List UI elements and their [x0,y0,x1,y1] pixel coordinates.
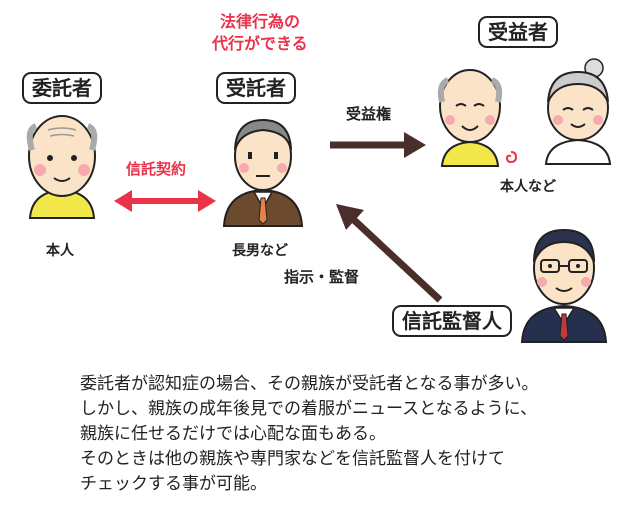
trustee-illustration [222,118,304,227]
explanation-line: 親族に任せるだけでは心配な面もある。 [80,424,386,444]
instruction-label: 指示・監督 [284,268,360,286]
swirl-mark-icon [505,151,518,164]
beneficiary-label: 受益者 [478,16,558,48]
beneficiary-woman-illustration [544,58,612,165]
explanation-line: 委託者が認知症の場合、その親族が受託者となる事が多い。 [80,374,539,394]
beneficial-right-arrow [330,132,426,158]
supervisor-label: 信託監督人 [392,305,512,337]
supervisor-illustration [520,228,608,343]
settlor-label: 委託者 [22,72,102,104]
explanation-line: しかし、親族の成年後見での着服がニュースとなるように、 [80,399,538,419]
beneficiary-person-caption: 本人など [500,179,556,195]
explanation-text: 委託者が認知症の場合、その親族が受託者となる事が多い。 しかし、親族の成年後見で… [80,372,539,497]
trustee-note-line2: 代行ができる [212,34,308,53]
beneficiary-man-illustration [437,69,503,167]
trustee-note-line1: 法律行為の [220,12,301,31]
trust-contract-label: 信託契約 [126,160,187,178]
trust-contract-arrow [114,190,216,212]
trustee-label: 受託者 [216,72,296,104]
settlor-illustration [26,115,98,219]
settlor-person-caption: 本人 [46,243,74,259]
explanation-line: チェックする事が可能。 [80,474,267,494]
instruction-arrow [336,204,443,303]
explanation-line: そのときは他の親族や専門家などを信託監督人を付けて [80,449,505,469]
beneficial-right-label: 受益権 [346,105,392,123]
trustee-person-caption: 長男など [232,243,288,259]
